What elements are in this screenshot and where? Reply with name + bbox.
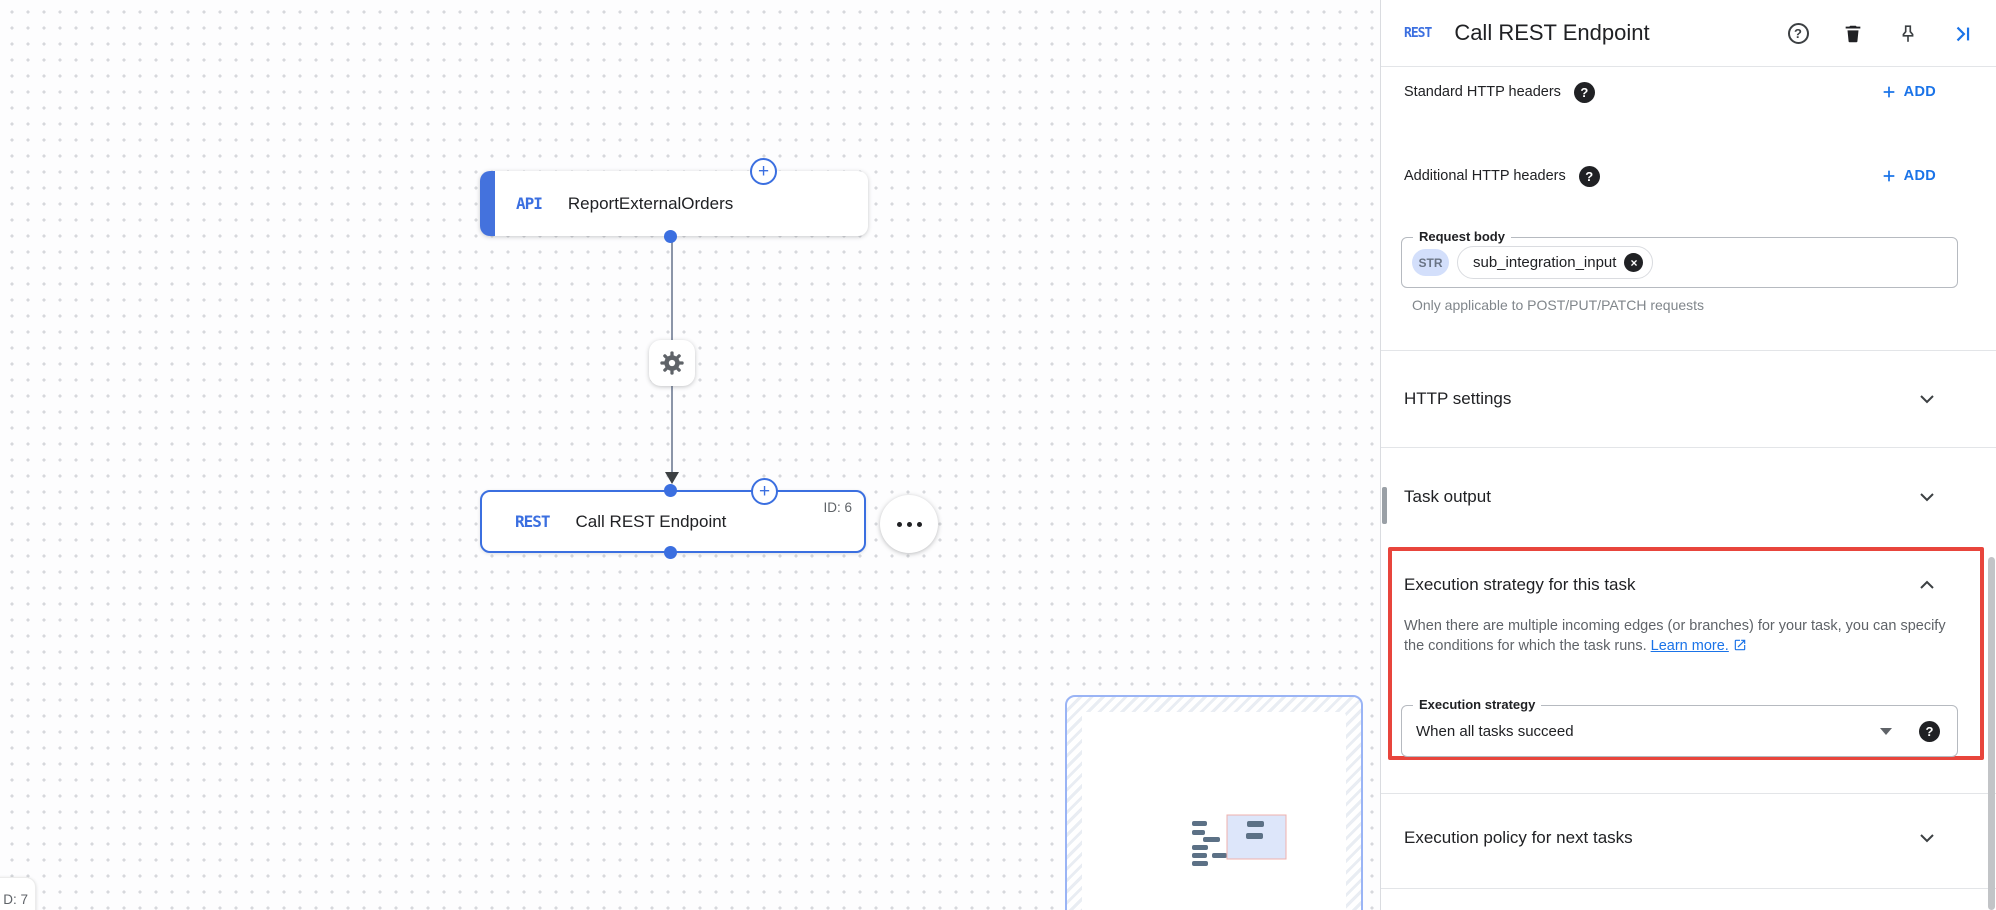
delete-task-button[interactable] bbox=[1841, 22, 1865, 46]
help-icon[interactable]: ? bbox=[1578, 165, 1600, 187]
dot-icon bbox=[906, 521, 912, 527]
task-config-panel: REST Call REST Endpoint ? bbox=[1380, 0, 1996, 910]
help-icon[interactable]: ? bbox=[1919, 720, 1940, 742]
string-type-badge: STR bbox=[1412, 249, 1449, 276]
node-type-badge: API bbox=[516, 194, 543, 213]
divider bbox=[1381, 350, 1996, 351]
section-task-output[interactable]: Task output bbox=[1404, 474, 1939, 520]
divider bbox=[1381, 447, 1996, 448]
chevron-down-icon bbox=[1920, 493, 1934, 502]
collapse-right-icon bbox=[1956, 26, 1970, 41]
add-task-icon[interactable]: + bbox=[750, 158, 777, 185]
collapse-panel-button[interactable] bbox=[1951, 22, 1975, 46]
execution-strategy-description: When there are multiple incoming edges (… bbox=[1404, 618, 1946, 654]
dot-icon bbox=[916, 521, 922, 527]
execution-strategy-label: Execution strategy bbox=[1413, 697, 1542, 712]
node-id-label: ID: 6 bbox=[823, 500, 852, 515]
partial-node-card[interactable]: D: 7 bbox=[0, 877, 36, 910]
task-type-badge: REST bbox=[1404, 25, 1432, 41]
canvas-frame-region[interactable] bbox=[1065, 695, 1363, 910]
chevron-down-icon bbox=[1920, 395, 1934, 404]
external-link-icon bbox=[1734, 639, 1746, 650]
chevron-down-icon bbox=[1920, 834, 1934, 843]
add-task-icon[interactable]: + bbox=[751, 478, 778, 505]
node-type-badge: REST bbox=[515, 512, 551, 531]
divider bbox=[1381, 793, 1996, 794]
execution-strategy-highlight bbox=[1388, 547, 1984, 760]
pin-icon bbox=[1902, 24, 1914, 42]
node-title: Call REST Endpoint bbox=[575, 511, 727, 531]
minimap-icon bbox=[1192, 814, 1287, 866]
help-button[interactable]: ? bbox=[1786, 22, 1810, 46]
chevron-up-icon bbox=[1920, 580, 1934, 589]
add-standard-header-button[interactable]: ADD bbox=[1881, 84, 1936, 100]
edge-settings-button[interactable] bbox=[649, 340, 695, 386]
add-additional-header-button[interactable]: ADD bbox=[1881, 168, 1936, 184]
node-call-rest-endpoint[interactable]: REST Call REST Endpoint ID: 6 + bbox=[480, 478, 866, 559]
node-id-label: D: 7 bbox=[3, 892, 28, 907]
panel-scrollbar[interactable] bbox=[1988, 557, 1995, 910]
node-more-options-button[interactable] bbox=[880, 495, 938, 553]
learn-more-link[interactable]: Learn more. bbox=[1650, 637, 1729, 654]
pin-panel-button[interactable] bbox=[1896, 22, 1920, 46]
node-report-external-orders[interactable]: API ReportExternalOrders + bbox=[480, 158, 868, 243]
request-body-field[interactable]: Request body STR sub_integration_input × bbox=[1401, 229, 1958, 288]
help-icon[interactable]: ? bbox=[1573, 81, 1595, 103]
plus-icon bbox=[1883, 86, 1895, 98]
execution-strategy-value: When all tasks succeed bbox=[1416, 722, 1574, 740]
request-body-variable-chip[interactable]: sub_integration_input × bbox=[1457, 246, 1654, 279]
node-accent-bar bbox=[480, 171, 495, 236]
canvas-frame-inner bbox=[1082, 712, 1346, 910]
standard-headers-label: Standard HTTP headers bbox=[1404, 84, 1561, 100]
workflow-canvas[interactable]: API ReportExternalOrders + REST Call RES… bbox=[0, 0, 1380, 910]
dropdown-caret-icon bbox=[1880, 727, 1892, 735]
section-http-settings[interactable]: HTTP settings bbox=[1404, 376, 1939, 422]
remove-variable-icon[interactable]: × bbox=[1624, 253, 1644, 272]
panel-header: REST Call REST Endpoint ? bbox=[1381, 0, 1996, 67]
trash-icon bbox=[1845, 25, 1861, 42]
help-icon: ? bbox=[1787, 23, 1809, 44]
execution-strategy-dropdown[interactable]: Execution strategy When all tasks succee… bbox=[1401, 697, 1958, 757]
divider bbox=[1381, 888, 1996, 889]
plus-icon bbox=[1883, 170, 1895, 182]
output-port[interactable] bbox=[664, 230, 677, 243]
gear-icon bbox=[660, 351, 684, 375]
request-body-label: Request body bbox=[1413, 229, 1511, 244]
output-port[interactable] bbox=[664, 546, 677, 559]
dot-icon bbox=[896, 521, 902, 527]
additional-headers-label: Additional HTTP headers bbox=[1404, 168, 1566, 184]
input-port[interactable] bbox=[664, 484, 677, 497]
additional-headers-row: Additional HTTP headers ? ADD bbox=[1404, 154, 1936, 198]
panel-title: Call REST Endpoint bbox=[1454, 20, 1650, 45]
panel-scroll-indicator[interactable] bbox=[1382, 487, 1387, 524]
edge-arrowhead-icon bbox=[665, 472, 679, 484]
request-body-helper: Only applicable to POST/PUT/PATCH reques… bbox=[1412, 297, 1705, 313]
node-title: ReportExternalOrders bbox=[567, 193, 734, 213]
section-execution-strategy[interactable]: Execution strategy for this task bbox=[1404, 562, 1939, 608]
section-execution-policy[interactable]: Execution policy for next tasks bbox=[1404, 815, 1939, 861]
standard-headers-row: Standard HTTP headers ? ADD bbox=[1404, 70, 1936, 114]
